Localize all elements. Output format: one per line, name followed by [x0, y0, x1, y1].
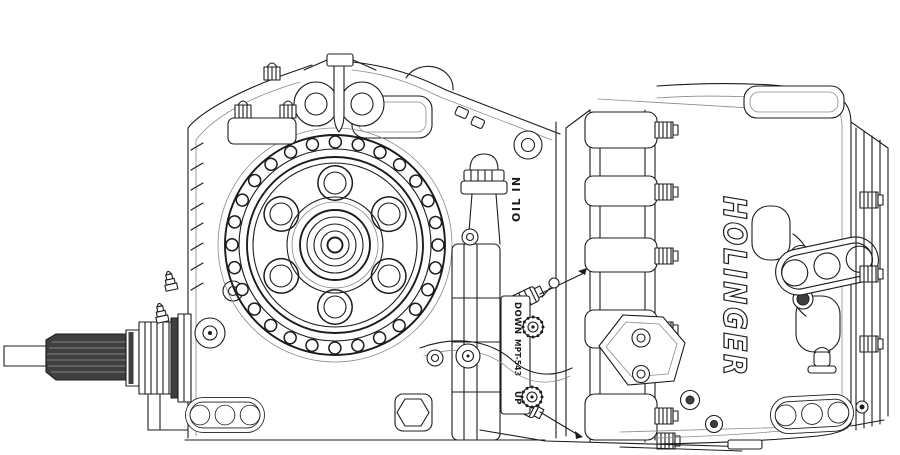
washer-bolt — [455, 343, 481, 369]
oil-in-label: OIL IN — [510, 175, 523, 222]
brand-logo-text: HOLINGER — [716, 196, 752, 378]
serrated-bolt — [520, 385, 544, 409]
knurled-nut — [654, 183, 679, 201]
case-joint-column — [565, 109, 681, 450]
lower-linkage-arm — [394, 340, 573, 432]
shift-actuator: DOWN MPT-543 UP — [451, 228, 587, 441]
side-cover-plate — [598, 314, 686, 386]
bleed-nipple — [152, 301, 170, 324]
bleed-cap — [263, 62, 281, 81]
knurled-nut — [654, 407, 679, 425]
hex-drain-plug — [396, 398, 430, 427]
mounting-lug-bottom-left — [185, 397, 265, 433]
bleed-cap — [234, 100, 252, 119]
oil-inlet-fitting: OIL IN — [460, 153, 523, 245]
clutch-flange — [850, 121, 889, 431]
top-mount-bracket — [227, 53, 385, 145]
selector-part-number-label: MPT-543 — [513, 339, 522, 376]
ring-gear-assembly — [217, 127, 453, 363]
input-shaft — [3, 269, 192, 403]
bell-housing: HOLINGER — [479, 83, 852, 452]
knurled-nut — [654, 247, 679, 265]
knurled-nut — [654, 121, 679, 139]
selector-down-label: DOWN — [512, 302, 522, 334]
selector-up-label: UP — [512, 391, 522, 405]
mounting-lug-bottom-right — [769, 393, 855, 435]
bleed-nipple — [161, 269, 179, 292]
knurled-nut — [656, 432, 681, 450]
breather-flange — [807, 365, 837, 374]
splined-shaft — [45, 333, 129, 381]
serrated-bolt — [521, 315, 545, 339]
